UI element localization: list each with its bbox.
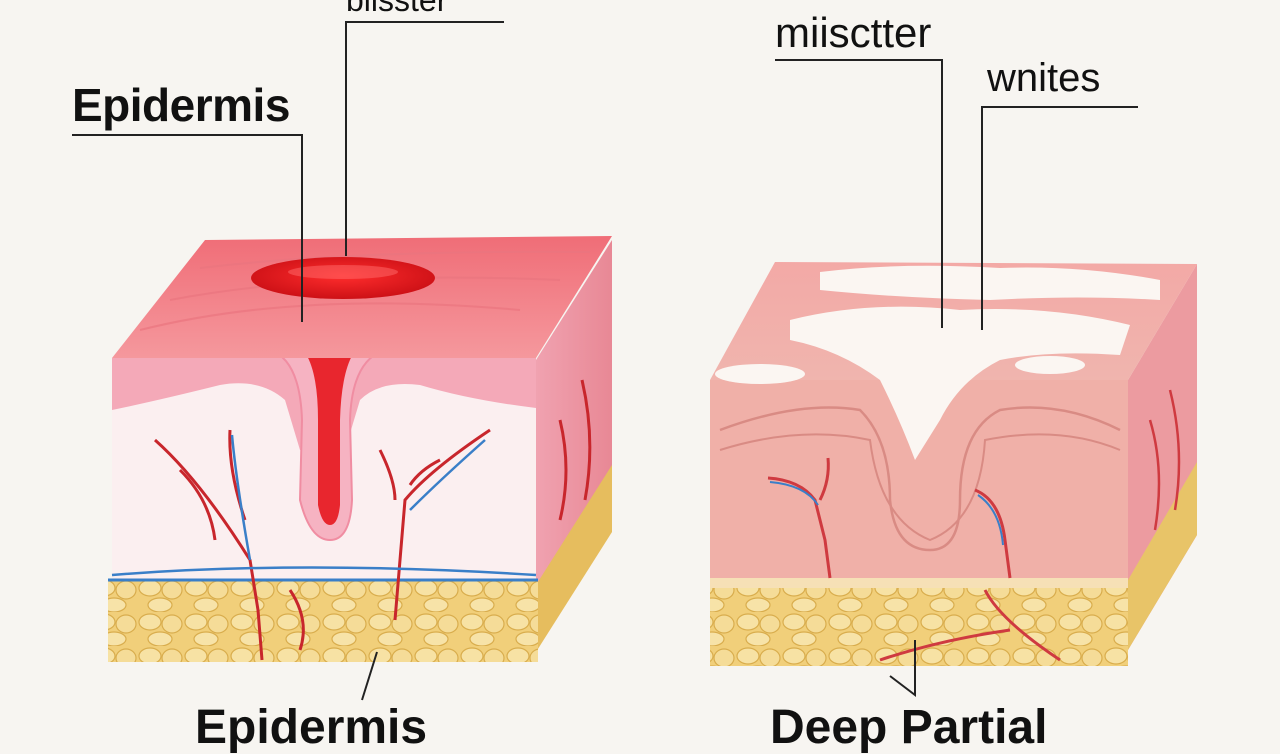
epidermis-label: Epidermis bbox=[72, 79, 290, 131]
whites-leader-line bbox=[981, 106, 1138, 330]
left-veins bbox=[111, 434, 537, 577]
left-fat-layer bbox=[108, 580, 538, 662]
right-fat-boundary bbox=[710, 578, 1128, 588]
right-veins bbox=[769, 481, 1004, 546]
left-skin-block bbox=[72, 21, 612, 701]
bottom-left-leader-line bbox=[361, 651, 378, 701]
left-block-side-fat bbox=[536, 465, 612, 652]
right-skin-block bbox=[710, 59, 1197, 698]
left-blood-vessels bbox=[154, 428, 491, 661]
right-layer-lines-inner bbox=[719, 433, 1121, 542]
left-side-vessels bbox=[558, 379, 592, 521]
left-burn-channel bbox=[290, 340, 368, 525]
blister-label: blisster bbox=[346, 0, 448, 18]
epidermis-leader-line bbox=[72, 134, 303, 322]
miscter-leader-line bbox=[775, 59, 943, 328]
right-block-side-fat bbox=[1128, 462, 1197, 650]
right-layer-lines bbox=[719, 406, 1121, 552]
blister-leader-line bbox=[345, 21, 504, 256]
whites-label: wnites bbox=[987, 56, 1101, 100]
bottom-right-leader-line bbox=[889, 640, 916, 698]
skin-burn-diagram bbox=[72, 21, 1197, 701]
miscter-label: miisctter bbox=[775, 9, 932, 56]
blister-highlight bbox=[288, 265, 398, 279]
right-fat-layer bbox=[710, 588, 1128, 666]
right-side-vessels bbox=[1148, 389, 1181, 531]
right-white-patches bbox=[715, 265, 1160, 460]
